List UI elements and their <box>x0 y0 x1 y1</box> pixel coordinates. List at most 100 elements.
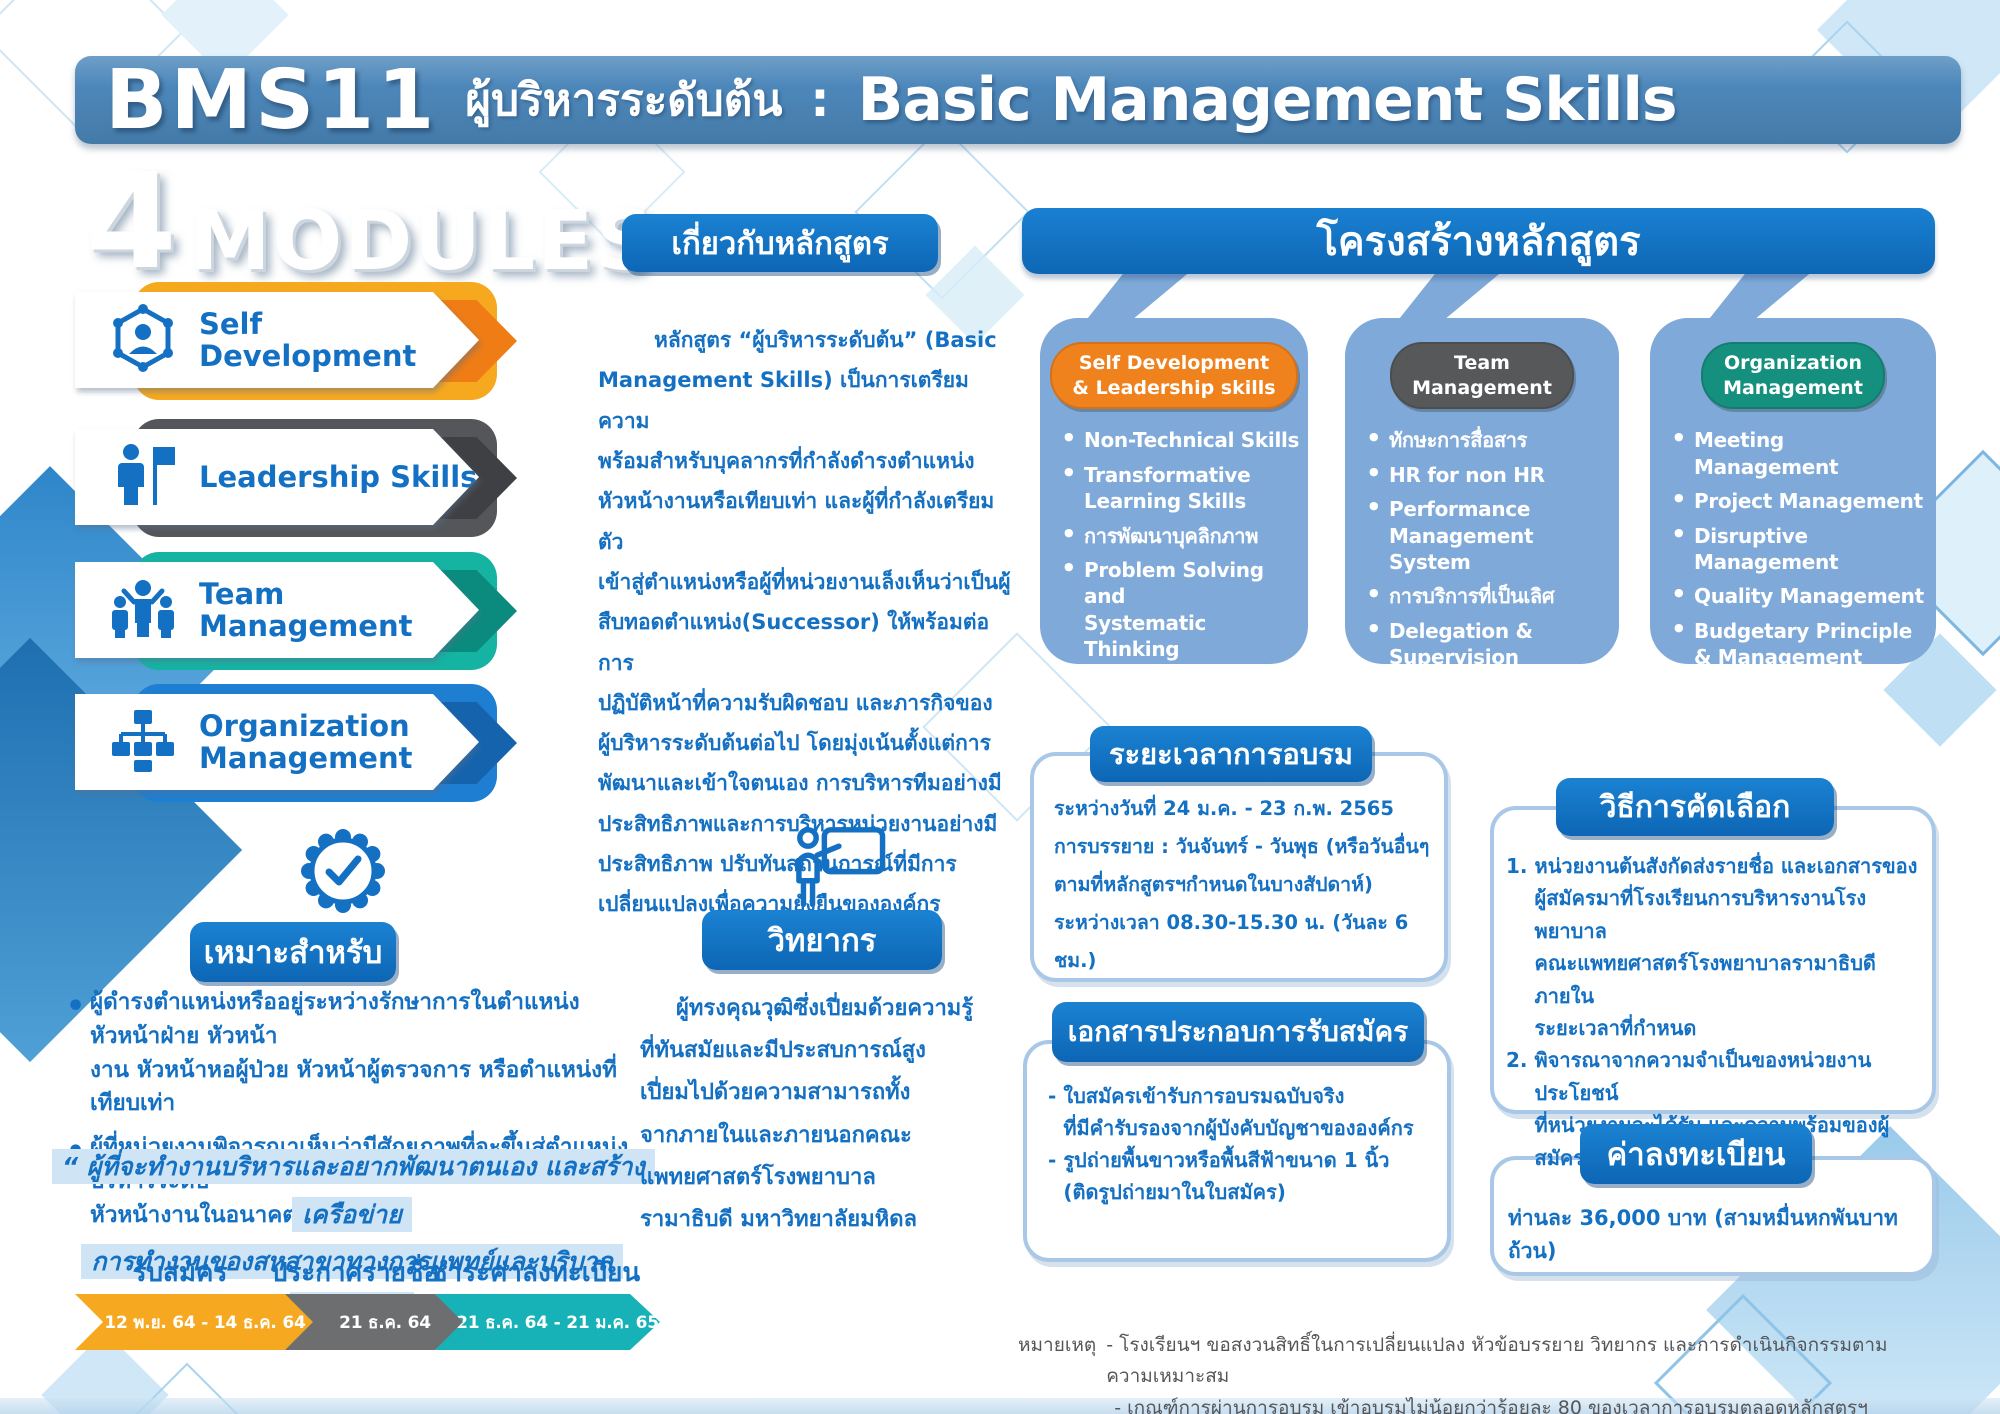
about-heading: เกี่ยวกับหลักสูตร <box>622 214 938 272</box>
column-topic-list: ทักษะการสื่อสาร HR for non HR Performanc… <box>1369 427 1611 670</box>
modules-heading: 4 MODULES <box>85 145 657 299</box>
module-row-leadership: Leadership Skills <box>75 415 595 545</box>
documents-heading: เอกสารประกอบการรับสมัคร <box>1052 1002 1424 1062</box>
duration-heading: ระยะเวลาการอบรม <box>1090 726 1372 782</box>
module-row-self-development: Self Development <box>75 278 595 408</box>
suitable-list: ผู้ดำรงตำแหน่งหรืออยู่ระหว่างรักษาการในต… <box>62 984 647 1242</box>
header-banner: BMS11 ผู้บริหารระดับต้น : Basic Manageme… <box>75 53 1961 148</box>
item-dash: - <box>1048 1148 1057 1172</box>
list-item: ผู้ดำรงตำแหน่งหรืออยู่ระหว่างรักษาการในต… <box>62 984 647 1121</box>
footnote-lines: - โรงเรียนฯ ขอสงวนสิทธิ์ในการเปลี่ยนแปลง… <box>1106 1330 1928 1414</box>
duration-box <box>1030 752 1448 982</box>
list-item: การพัฒนาบุคลิกภาพ <box>1064 523 1300 549</box>
timeline-date: 21 ธ.ค. 64 - 21 ม.ค. 65 <box>456 1312 659 1333</box>
timeline-date: 12 พ.ย. 64 - 14 ธ.ค. 64 <box>104 1312 306 1333</box>
item-text: ใบสมัครเข้ารับการอบรมฉบับจริง ที่มีคำรับ… <box>1063 1084 1414 1140</box>
badge-check-icon <box>298 826 388 920</box>
duration-heading-label: ระยะเวลาการอบรม <box>1109 737 1353 771</box>
module-label: Leadership Skills <box>199 459 478 494</box>
selection-heading-label: วิธีการคัดเลือก <box>1599 789 1791 825</box>
module-banner: Organization Management <box>75 694 479 790</box>
modules-word: MODULES <box>188 194 657 290</box>
structure-column-self-development: Self Development & Leadership skills Non… <box>1040 318 1308 664</box>
selection-list: 1. หน่วยงานต้นสังกัดส่งรายชื่อ และเอกสาร… <box>1506 850 1918 1174</box>
duration-body: ระหว่างวันที่ 24 ม.ค. - 23 ก.พ. 2565 การ… <box>1054 797 1430 973</box>
timeline-label-apply: รับสมัคร <box>132 1258 228 1288</box>
timeline-label-announce: ประกาศรายชื่อ <box>270 1258 440 1288</box>
item-number: 2. <box>1506 1048 1528 1073</box>
list-item: Problem Solving and Systematic Thinking <box>1064 557 1300 663</box>
suitable-heading-label: เหมาะสำหรับ <box>203 935 383 971</box>
fee-heading: ค่าลงทะเบียน <box>1580 1124 1812 1184</box>
documents-list: - ใบสมัครเข้ารับการอบรมฉบับจริง ที่มีคำร… <box>1048 1080 1428 1208</box>
module-row-team: Team Management <box>75 548 595 678</box>
module-label: Organization Management <box>199 708 413 775</box>
column-topic-list: Non-Technical Skills Transformative Lear… <box>1064 427 1300 662</box>
list-item: Project Management <box>1674 488 1928 514</box>
module-banner: Self Development <box>75 292 479 388</box>
item-text: รูปถ่ายพื้นขาวหรือพื้นสีฟ้าขนาด 1 นิ้ว (… <box>1063 1148 1390 1204</box>
person-flag-icon <box>107 439 179 515</box>
background-diamond <box>854 124 1030 300</box>
documents-heading-label: เอกสารประกอบการรับสมัคร <box>1067 1015 1409 1048</box>
module-row-organization: Organization Management <box>75 680 595 810</box>
title-separator: : <box>810 72 830 128</box>
modules-count: 4 <box>85 145 177 299</box>
item-dash: - <box>1048 1084 1057 1108</box>
footnote-line: - เกณฑ์การผ่านการอบรม เข้าอบรมไม่น้อยกว่… <box>1114 1396 1868 1414</box>
timeline-arrow-payment: 21 ธ.ค. 64 - 21 ม.ค. 65 <box>435 1294 660 1350</box>
module-label: Team Management <box>199 576 413 643</box>
list-item: - ใบสมัครเข้ารับการอบรมฉบับจริง ที่มีคำร… <box>1048 1080 1428 1144</box>
list-item: Delegation & Supervision <box>1369 618 1611 671</box>
presenter-board-icon <box>788 824 888 916</box>
fee-heading-label: ค่าลงทะเบียน <box>1606 1137 1786 1173</box>
list-item: Budgetary Principle & Management <box>1674 618 1928 671</box>
item-text: หน่วยงานต้นสังกัดส่งรายชื่อ และเอกสารของ… <box>1534 854 1918 1040</box>
selection-box <box>1490 806 1936 1114</box>
module-banner: Leadership Skills <box>75 429 479 525</box>
instructors-body: ผู้ทรงคุณวุฒิซึ่งเปี่ยมด้วยความรู้ ที่ทั… <box>640 996 974 1233</box>
list-item: Performance Management System <box>1369 496 1611 575</box>
footnotes: หมายเหตุ - โรงเรียนฯ ขอสงวนสิทธิ์ในการเป… <box>1018 1330 1928 1414</box>
timeline-arrow-apply: 12 พ.ย. 64 - 14 ธ.ค. 64 <box>75 1294 315 1350</box>
about-body: หลักสูตร “ผู้บริหารระดับต้น” (Basic Mana… <box>598 328 1011 917</box>
structure-column-organization-management: Organization Management Meeting Manageme… <box>1650 318 1936 669</box>
column-title-badge: Team Management <box>1390 342 1574 410</box>
fee-body: ท่านละ 36,000 บาท (สามหมื่นหกพันบาทถ้วน) <box>1508 1206 1898 1263</box>
list-item: Quality Management <box>1674 583 1928 609</box>
column-title-badge: Organization Management <box>1701 342 1885 410</box>
instructors-heading: วิทยากร <box>702 910 942 970</box>
list-item: 1. หน่วยงานต้นสังกัดส่งรายชื่อ และเอกสาร… <box>1506 850 1918 1044</box>
people-group-icon <box>107 572 179 648</box>
list-item: Disruptive Management <box>1674 523 1928 576</box>
item-number: 1. <box>1506 854 1528 878</box>
org-chart-icon <box>107 704 179 780</box>
module-label: Self Development <box>199 306 417 373</box>
timeline-label-payment: ชำระค่าลงทะเบียน <box>429 1258 641 1288</box>
bottom-band <box>0 1398 2000 1414</box>
course-title-english: Basic Management Skills <box>857 65 1678 135</box>
timeline-arrow-announce: 21 ธ.ค. 64 <box>285 1294 465 1350</box>
instructors-heading-label: วิทยากร <box>767 923 877 959</box>
timeline-date: 21 ธ.ค. 64 <box>339 1312 431 1333</box>
list-item: Non-Technical Skills <box>1064 427 1300 453</box>
structure-heading-label: โครงสร้างหลักสูตร <box>1316 219 1641 265</box>
structure-column-team-management: Team Management ทักษะการสื่อสาร HR for n… <box>1345 318 1619 669</box>
list-item: ทักษะการสื่อสาร <box>1369 427 1611 453</box>
course-code: BMS11 <box>105 52 438 148</box>
about-heading-label: เกี่ยวกับหลักสูตร <box>671 226 889 262</box>
footnote-line: - โรงเรียนฯ ขอสงวนสิทธิ์ในการเปลี่ยนแปลง… <box>1106 1334 1888 1388</box>
structure-heading-bar: โครงสร้างหลักสูตร <box>1022 208 1935 274</box>
suitable-heading: เหมาะสำหรับ <box>190 922 396 982</box>
column-title-badge: Self Development & Leadership skills <box>1050 342 1298 410</box>
column-topic-list: Meeting Management Project Management Di… <box>1674 427 1928 670</box>
module-banner: Team Management <box>75 562 479 658</box>
footnote-label: หมายเหตุ <box>1018 1334 1097 1356</box>
list-item: Meeting Management <box>1674 427 1928 480</box>
list-item: การบริการที่เป็นเลิศ <box>1369 583 1611 609</box>
network-nodes-person-icon <box>107 302 179 378</box>
selection-heading: วิธีการคัดเลือก <box>1556 778 1834 836</box>
list-item: - รูปถ่ายพื้นขาวหรือพื้นสีฟ้าขนาด 1 นิ้ว… <box>1048 1144 1428 1208</box>
documents-box <box>1023 1040 1451 1262</box>
